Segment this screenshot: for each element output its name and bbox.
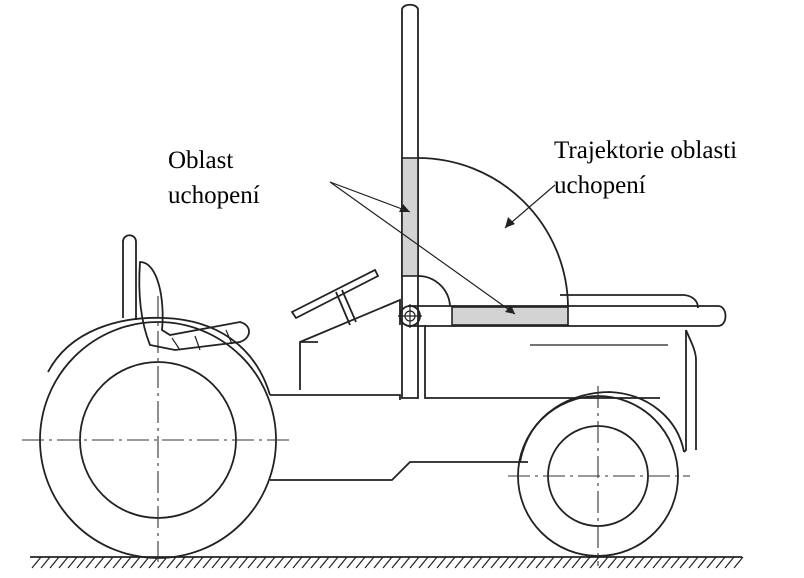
ground-hatch (121, 556, 132, 569)
ground-hatch (265, 556, 276, 569)
seat (122, 234, 250, 351)
ground-hatch (256, 556, 267, 569)
ground-hatch (355, 556, 366, 569)
rear-wheel (22, 296, 292, 562)
ground-hatch (409, 556, 420, 569)
ground-hatch (220, 556, 231, 569)
ground-hatch (166, 556, 177, 569)
ground-hatch (697, 556, 708, 569)
ground-hatch (445, 556, 456, 569)
ground-hatch (490, 556, 501, 569)
ground-hatch (319, 556, 330, 569)
ground-hatch (58, 556, 69, 569)
rops-post (401, 3, 419, 399)
trajectory-label-line2: uchopení (554, 172, 646, 199)
steering-wheel (290, 268, 380, 326)
ground-hatch (535, 556, 546, 569)
ground-hatch (175, 556, 186, 569)
ground-hatch (508, 556, 519, 569)
ground-hatch (400, 556, 411, 569)
grip-area-label-line1: Oblast (168, 147, 233, 174)
ground-hatch (472, 556, 483, 569)
ground-hatch (184, 556, 195, 569)
ground-hatch (499, 556, 510, 569)
ground-hatch (112, 556, 123, 569)
ground-hatch (328, 556, 339, 569)
grip-area-upright (401, 157, 419, 277)
ground-hatch (481, 556, 492, 569)
ground-hatch (94, 556, 105, 569)
trajectory-arc (417, 157, 569, 326)
ground-hatch (211, 556, 222, 569)
ground-hatch (202, 556, 213, 569)
ground-hatch (454, 556, 465, 569)
ground-hatch (40, 556, 51, 569)
ground-hatch (607, 556, 618, 569)
ground-hatch (346, 556, 357, 569)
ground-hatch (283, 556, 294, 569)
ground-hatch (157, 556, 168, 569)
ground-hatch (589, 556, 600, 569)
ground-hatch (382, 556, 393, 569)
ground-hatch (418, 556, 429, 569)
leader-lines (329, 181, 556, 315)
ground-hatch (391, 556, 402, 569)
ground-hatch (643, 556, 654, 569)
ground-hatch (526, 556, 537, 569)
front-wheel (508, 386, 690, 566)
ground-hatch (706, 556, 717, 569)
ground-hatch (553, 556, 564, 569)
ground-hatch (562, 556, 573, 569)
ground-hatch (634, 556, 645, 569)
ground-hatch (76, 556, 87, 569)
ground-hatch (85, 556, 96, 569)
ground-hatch (67, 556, 78, 569)
ground-hatch (364, 556, 375, 569)
ground-hatch (247, 556, 258, 569)
rops-folded (398, 304, 727, 328)
ground-hatch (139, 556, 150, 569)
ground-hatch (373, 556, 384, 569)
ground-hatch (571, 556, 582, 569)
ground-hatch (436, 556, 447, 569)
ground-hatch (463, 556, 474, 569)
ground-hatch (103, 556, 114, 569)
ground-hatch (715, 556, 726, 569)
ground-hatch (661, 556, 672, 569)
ground-hatch (310, 556, 321, 569)
ground-hatch (49, 556, 60, 569)
ground-hatch (229, 556, 240, 569)
ground-hatch (31, 556, 42, 569)
ground-hatch (301, 556, 312, 569)
ground-hatch (670, 556, 681, 569)
ground (30, 556, 744, 569)
ground-hatch (130, 556, 141, 569)
ground-hatch (688, 556, 699, 569)
ground-hatch (544, 556, 555, 569)
grip-area-label-line2: uchopení (168, 182, 260, 209)
ground-hatch (337, 556, 348, 569)
trajectory-label-line1: Trajektorie oblasti (554, 137, 737, 164)
ground-hatch (274, 556, 285, 569)
ground-hatch (679, 556, 690, 569)
ground-hatch (517, 556, 528, 569)
ground-hatch (193, 556, 204, 569)
ground-hatch (580, 556, 591, 569)
ground-hatch (427, 556, 438, 569)
ground-hatch (733, 556, 744, 569)
ground-hatch (616, 556, 627, 569)
ground-hatch (598, 556, 609, 569)
ground-hatch (625, 556, 636, 569)
ground-hatch (652, 556, 663, 569)
ground-hatch (724, 556, 735, 569)
ground-hatch (292, 556, 303, 569)
ground-hatch (238, 556, 249, 569)
